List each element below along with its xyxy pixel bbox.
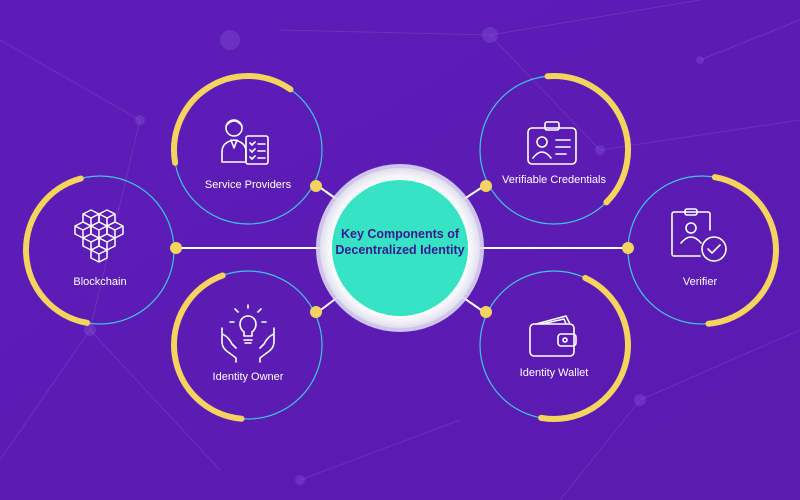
lightbulb-hands-icon xyxy=(221,304,275,363)
ring-accent-arc xyxy=(171,73,294,166)
id-badge-icon xyxy=(527,121,577,165)
node-label-verifier: Verifier xyxy=(682,276,718,288)
node-label-verifiable-credentials: Verifiable Credentials xyxy=(502,174,606,186)
ring-service-providers xyxy=(171,73,323,225)
blockchain-cubes-icon xyxy=(74,209,124,263)
ring-accent-arc xyxy=(171,272,245,422)
center-title: Key Components of Decentralized Identity xyxy=(320,226,480,258)
ring-accent-arc xyxy=(23,175,91,326)
ring-accent-arc xyxy=(538,274,631,422)
node-label-identity-owner: Identity Owner xyxy=(212,371,284,383)
connectors xyxy=(176,185,628,313)
ring-verifiable-credentials xyxy=(479,73,631,225)
wallet-icon xyxy=(529,315,577,357)
ring-accent-arc xyxy=(705,174,779,327)
node-label-blockchain: Blockchain xyxy=(73,276,127,288)
node-label-identity-wallet: Identity Wallet xyxy=(519,367,589,379)
center-title-line-2: Decentralized Identity xyxy=(335,243,465,257)
cube xyxy=(90,245,108,263)
verified-id-card-icon xyxy=(671,208,727,262)
node-label-service-providers: Service Providers xyxy=(204,179,292,191)
ring-accent-arc xyxy=(544,73,631,206)
background-network-nodes xyxy=(84,27,704,485)
person-checklist-icon xyxy=(221,119,269,165)
center-title-line-1: Key Components of xyxy=(340,227,460,241)
ring-identity-wallet xyxy=(479,270,631,422)
ring-identity-owner xyxy=(171,270,323,422)
connector-dots xyxy=(170,180,634,318)
center-circle xyxy=(316,164,484,332)
